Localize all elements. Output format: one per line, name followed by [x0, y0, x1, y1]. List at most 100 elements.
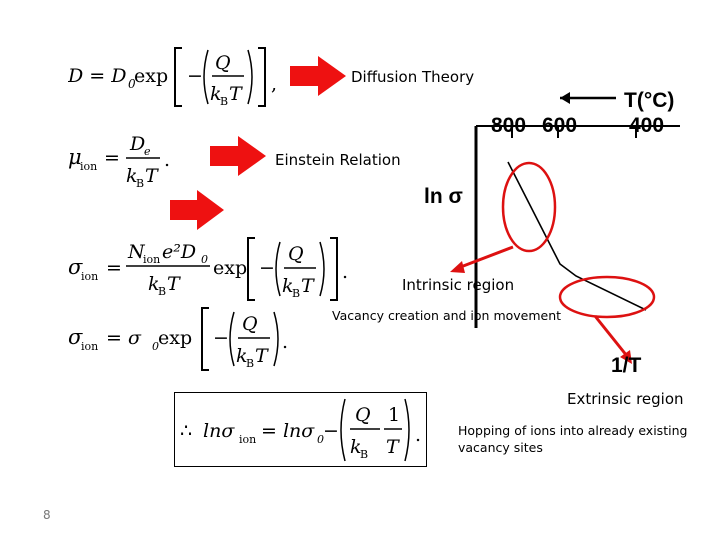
arrhenius-plot	[450, 92, 680, 364]
equation-log-form-svg: ∴ lnσ ion = lnσ 0 − Q k B 1 T .	[180, 398, 421, 462]
extrinsic-pointer-head-icon	[620, 350, 632, 364]
eq4-den-k: k	[236, 345, 248, 367]
label-vacancy-creation: Vacancy creation and ion movement	[332, 308, 562, 323]
eq3-num-n: N	[127, 241, 146, 263]
conductivity-curve	[507, 161, 647, 311]
intrinsic-pointer-head-icon	[450, 261, 465, 273]
eq4-paren-left	[229, 311, 235, 367]
eq5-den1: T	[386, 436, 400, 458]
arrow-right-icon	[290, 56, 346, 96]
eq5-ln: lnσ	[203, 420, 235, 442]
eq3-eq: =	[106, 257, 122, 279]
eq5-den-sub: B	[360, 448, 368, 461]
eq2-den-sub: B	[136, 177, 144, 190]
eq1-den-t: T	[229, 83, 243, 105]
equation-conductivity-full: σ ion = N ion e²D 0 k B T exp − Q k B T …	[68, 232, 358, 302]
eq3-fn-num: Q	[288, 243, 304, 265]
eq1-den-sub: B	[220, 95, 228, 108]
eq3-func: exp	[213, 257, 247, 279]
eq5-paren-left	[340, 398, 346, 462]
eq4-den-t: T	[255, 345, 269, 367]
eq3-num-sub0: 0	[201, 253, 208, 266]
page-number: 8	[43, 508, 51, 522]
label-extrinsic-region: Extrinsic region	[567, 390, 684, 408]
eq3-num-sub: ion	[143, 253, 160, 266]
eq5-num1: 1	[388, 404, 400, 426]
eq1-den-k: k	[210, 83, 222, 105]
x-axis-label: 1/T	[611, 354, 642, 377]
eq5-sub0: 0	[317, 433, 324, 446]
eq3-paren-right	[319, 241, 325, 297]
eq4-minus: −	[213, 327, 229, 349]
eq4-trail: .	[282, 331, 288, 353]
eq3-trail: .	[342, 261, 348, 283]
eq4-sub: ion	[81, 340, 98, 353]
label-hopping: Hopping of ions into already existing va…	[458, 422, 687, 456]
eq5-minus: −	[323, 420, 339, 442]
eq3-den-t: T	[167, 273, 181, 295]
eq3-fn-den-k: k	[282, 275, 294, 297]
eq2-mu: μ	[68, 145, 82, 169]
temperature-axis-label: T(°C)	[624, 89, 675, 112]
eq1-func: exp	[134, 65, 168, 87]
eq3-den-sub: B	[158, 285, 166, 298]
equation-einstein: μ ion = D e k B T .	[68, 128, 178, 190]
tick-label-400: 400	[629, 114, 665, 137]
eq2-den-t: T	[145, 165, 159, 187]
eq2-sub: ion	[80, 160, 97, 173]
label-einstein-relation: Einstein Relation	[275, 151, 401, 169]
eq2-num: D	[129, 133, 145, 155]
eq3-bracket-left	[247, 237, 255, 301]
extrinsic-ellipse	[558, 275, 656, 319]
eq4-sigma: σ	[68, 325, 83, 349]
eq3-fn-den-sub: B	[292, 287, 300, 300]
eq5-den-k: k	[350, 436, 362, 458]
eq3-sub: ion	[81, 270, 98, 283]
equation-conductivity-simple: σ ion = σ 0 exp − Q k B T .	[68, 304, 298, 372]
y-axis-label: ln σ	[424, 185, 463, 208]
eq5-num: Q	[355, 404, 371, 426]
tick-label-600: 600	[542, 114, 578, 137]
eq1-trail: ,	[271, 73, 277, 95]
eq1-num: Q	[215, 52, 231, 74]
label-hopping-line2: vacancy sites	[458, 440, 543, 455]
eq2-eq: =	[104, 147, 120, 169]
eq1-paren-left	[203, 49, 209, 105]
label-diffusion-theory: Diffusion Theory	[351, 68, 475, 86]
eq1-lhs: D = D	[68, 65, 126, 87]
tick-label-800: 800	[491, 114, 527, 137]
equation-diffusion: D = D 0 exp − Q k B T ,	[67, 42, 288, 110]
eq2-num-sub: e	[144, 145, 151, 158]
eq4-den-sub: B	[246, 357, 254, 370]
eq4-bracket-left	[201, 307, 209, 371]
equation-diffusion-svg: D = D 0 exp − Q k B T ,	[67, 47, 277, 108]
eq1-sub0: 0	[128, 77, 136, 91]
equation-conductivity-simple-svg: σ ion = σ 0 exp − Q k B T .	[68, 307, 288, 371]
eq5-therefore: ∴	[180, 420, 192, 442]
arrow-shape	[290, 56, 346, 96]
eq5-sub: ion	[239, 433, 256, 446]
eq1-bracket-left	[174, 47, 182, 107]
extrinsic-pointer-line	[593, 315, 629, 357]
eq3-num-rest: e²D	[162, 241, 196, 263]
equation-conductivity-full-svg: σ ion = N ion e²D 0 k B T exp − Q k B T …	[68, 237, 348, 301]
eq4-paren-right	[273, 311, 279, 367]
eq1-minus: −	[187, 65, 203, 87]
arrow-shape	[170, 190, 224, 230]
eq1-paren-right	[247, 49, 253, 105]
eq2-den-k: k	[126, 165, 138, 187]
eq1-bracket-right	[258, 47, 266, 107]
arrow-right-icon	[170, 190, 224, 230]
intrinsic-pointer-line	[457, 245, 514, 270]
eq4-eq: = σ	[106, 327, 142, 349]
arrow-shape	[210, 136, 266, 176]
eq4-num: Q	[242, 313, 258, 335]
arrow-right-icon	[210, 136, 266, 176]
eq3-sigma: σ	[68, 255, 83, 279]
eq2-trail: .	[164, 149, 170, 171]
equation-einstein-svg: μ ion = D e k B T .	[68, 133, 170, 190]
eq3-bracket-right	[330, 237, 338, 301]
eq4-func: exp	[158, 327, 192, 349]
equation-log-form-box: ∴ lnσ ion = lnσ 0 − Q k B 1 T .	[174, 392, 427, 467]
eq5-trail: .	[415, 424, 421, 446]
